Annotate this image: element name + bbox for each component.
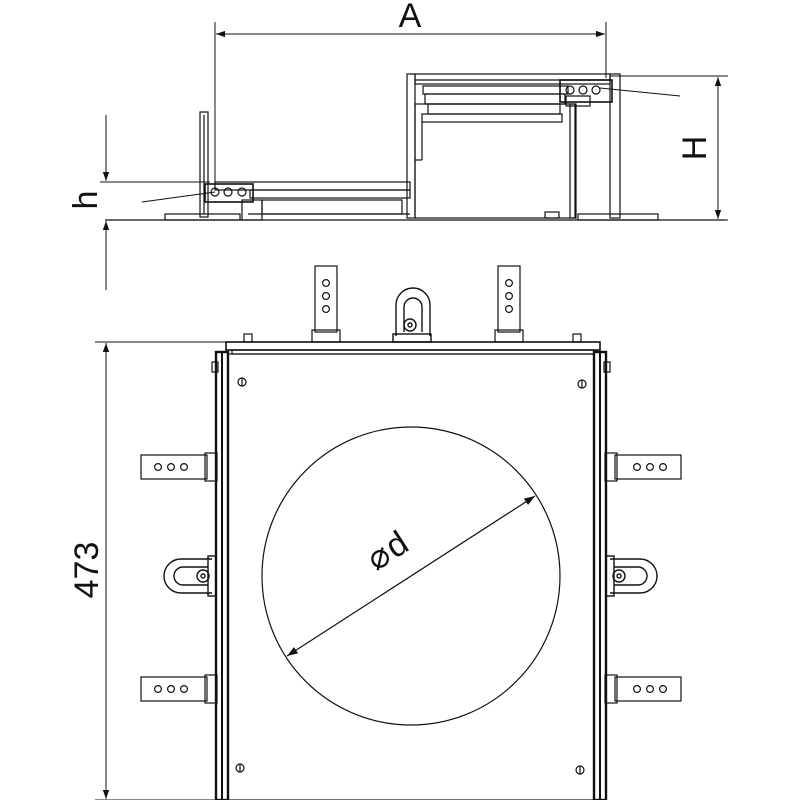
side-view-dimensions — [100, 22, 728, 290]
box-body — [414, 103, 576, 219]
top-view — [211, 333, 611, 800]
clamp-left — [163, 555, 217, 597]
clamp-right — [605, 555, 658, 597]
mounting-brackets — [140, 265, 682, 704]
dim-a-label: A — [399, 0, 422, 35]
dim-depth-label: 473 — [68, 542, 106, 599]
right-post — [609, 73, 621, 219]
frame-top-bar — [225, 341, 601, 351]
bracket-right-lower — [604, 674, 682, 704]
circular-opening — [261, 426, 561, 726]
bracket-right-upper — [604, 452, 682, 482]
lid-screw — [235, 763, 245, 773]
lid-screw — [577, 379, 587, 389]
dim-diameter-label: ⌀ d — [360, 524, 415, 578]
dim-h-label: H — [676, 136, 714, 161]
left-base-plate — [164, 213, 241, 221]
middle-wall — [406, 73, 416, 219]
left-post — [199, 111, 209, 218]
bracket-left-upper — [140, 452, 218, 482]
top-view-dimensions — [95, 341, 536, 800]
right-base-plate — [577, 213, 659, 221]
clamp-hooks — [163, 287, 658, 597]
dim-small-h-label: h — [67, 191, 105, 210]
bracket-top-right — [494, 265, 524, 343]
side-view — [105, 73, 725, 221]
bracket-left-lower — [140, 674, 218, 704]
lid-plate — [227, 353, 595, 800]
dim-diameter-line — [286, 495, 536, 657]
bracket-top-left — [311, 265, 341, 343]
lid-screw — [237, 377, 247, 387]
clamp-top — [392, 287, 432, 343]
lid-screw — [575, 765, 585, 775]
